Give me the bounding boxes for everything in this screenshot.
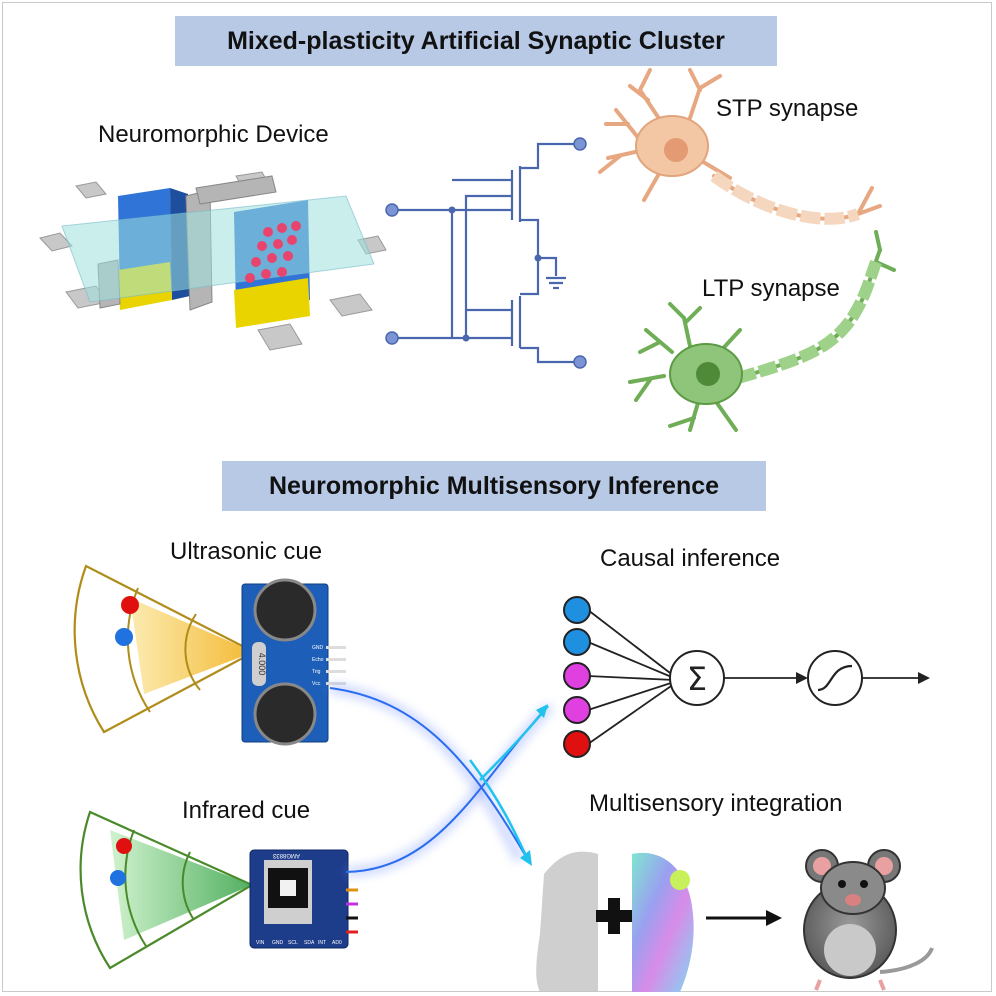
- infrared-sensor-board: AMG8833 VIN GND SCL SDA INT AD0: [249, 849, 358, 949]
- sum-node: [669, 650, 725, 706]
- ultrasonic-sector: [73, 564, 257, 734]
- pin-gnd: GND: [312, 645, 324, 651]
- signal-crossing-curves: [329, 683, 554, 877]
- label-neuromorphic-device: Neuromorphic Device: [98, 121, 329, 148]
- label-causal-inference: Causal inference: [600, 545, 781, 572]
- ultrasonic-sensor-board: 4.000 GND Echo Trig Vcc: [241, 578, 346, 746]
- input-node-4: [563, 696, 591, 724]
- pin-sda: SDA: [304, 940, 315, 946]
- input-node-5: [563, 730, 591, 758]
- circuit-junctions: [448, 206, 542, 342]
- label-ltp-synapse: LTP synapse: [702, 275, 840, 302]
- arrow-right-icon: [766, 910, 782, 926]
- input-node-3: [563, 662, 591, 690]
- pin-vin: VIN: [256, 940, 265, 946]
- grayscale-rat-half: [536, 851, 598, 992]
- sum-symbol: Σ: [687, 660, 707, 698]
- label-stp-synapse: STP synapse: [716, 95, 859, 122]
- pin-scl: SCL: [288, 940, 298, 946]
- label-infrared-cue: Infrared cue: [182, 797, 311, 824]
- circuit-terminals: [385, 137, 587, 369]
- pin-ir-gnd: GND: [272, 940, 284, 946]
- infrared-sector: [79, 810, 255, 970]
- label-ultrasonic-cue: Ultrasonic cue: [170, 538, 323, 565]
- synaptic-circuit: [392, 142, 580, 364]
- crystal-label: 4.000: [257, 653, 267, 676]
- title-multisensory-inference: Neuromorphic Multisensory Inference: [222, 461, 766, 511]
- causal-inference-network: Σ: [563, 596, 930, 758]
- ltp-neuron: [628, 230, 896, 432]
- rat-illustration: [803, 849, 934, 991]
- pin-echo: Echo: [312, 657, 324, 663]
- multisensory-integration: [536, 849, 934, 992]
- activation-node: [807, 650, 863, 706]
- label-multisensory-integration: Multisensory integration: [589, 790, 843, 817]
- pin-vcc: Vcc: [312, 681, 321, 687]
- input-node-2: [563, 628, 591, 656]
- pin-ad0: AD0: [332, 940, 342, 946]
- neuromorphic-device-illustration: [39, 171, 387, 351]
- stp-neuron: [598, 68, 882, 225]
- title-synaptic-cluster: Mixed-plasticity Artificial Synaptic Clu…: [175, 16, 777, 66]
- pin-trig: Trig: [312, 669, 321, 675]
- pin-int: INT: [318, 940, 326, 946]
- input-node-1: [563, 596, 591, 624]
- ir-chip-label: AMG8833: [272, 852, 300, 858]
